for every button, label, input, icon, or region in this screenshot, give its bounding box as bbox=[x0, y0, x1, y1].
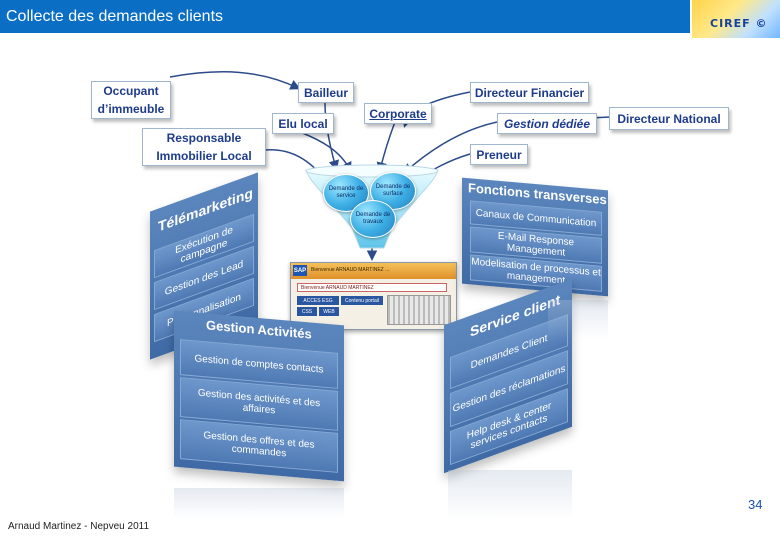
source-elu-local-label: Elu local bbox=[278, 116, 328, 131]
sap-portal-window: SAP Bienvenue ARNAUD MARTINEZ ... Bienve… bbox=[290, 262, 457, 330]
source-occupant-immeuble: Occupant d’immeuble bbox=[91, 81, 171, 119]
funnel-rim bbox=[305, 164, 439, 178]
source-preneur-label: Preneur bbox=[476, 147, 522, 162]
panel-fonctions-transverses: Fonctions transverses Canaux de Communic… bbox=[462, 177, 608, 297]
logo-text: CIREF © bbox=[710, 17, 768, 30]
source-bailleur: Bailleur bbox=[298, 82, 354, 103]
page-number: 34 bbox=[748, 497, 763, 512]
bubble-demande-travaux: Demande de travaux bbox=[350, 200, 396, 238]
sap-tile-acces-esg: ACCES ESG bbox=[297, 296, 339, 305]
source-directeur-national-label: Directeur National bbox=[617, 111, 721, 126]
page-title: Collecte des demandes clients bbox=[6, 8, 224, 25]
ciref-logo: CIREF © bbox=[690, 0, 780, 38]
source-gestion-dediee: Gestion dédiée bbox=[497, 113, 597, 134]
reflection-fonctions bbox=[548, 300, 608, 340]
arrow-occupant-bailleur bbox=[169, 71, 301, 90]
arrow-gestion-funnel bbox=[402, 121, 498, 174]
source-responsable-line2: Immobilier Local bbox=[156, 149, 252, 163]
bubble-demande-travaux-label: Demande de travaux bbox=[355, 212, 391, 225]
arrow-elu-funnel bbox=[299, 131, 352, 173]
source-gestion-dediee-label: Gestion dédiée bbox=[503, 116, 591, 131]
source-preneur: Preneur bbox=[470, 144, 528, 165]
panel-gestion-activites: Gestion Activités Gestion de comptes con… bbox=[174, 310, 344, 482]
source-directeur-national: Directeur National bbox=[609, 107, 729, 130]
footer-author: Arnaud Martinez - Nepveu 2011 bbox=[8, 521, 150, 532]
source-elu-local: Elu local bbox=[272, 113, 334, 134]
panel-gestion-activites-title: Gestion Activités bbox=[206, 317, 312, 342]
sap-user-banner: Bienvenue ARNAUD MARTINEZ bbox=[297, 283, 447, 292]
source-occupant-line2: d’immeuble bbox=[97, 102, 165, 116]
sap-logo: SAP bbox=[293, 265, 307, 276]
sap-tile-contenu-portail: Contenu portail bbox=[341, 296, 383, 305]
source-directeur-financier-label: Directeur Financier bbox=[474, 85, 585, 100]
sap-title-bar: SAP Bienvenue ARNAUD MARTINEZ ... bbox=[291, 263, 456, 279]
source-responsable-line1: Responsable bbox=[166, 131, 242, 145]
source-responsable-immobilier: Responsable Immobilier Local bbox=[142, 128, 266, 166]
source-bailleur-label: Bailleur bbox=[303, 85, 348, 100]
sap-tile-web: WEB bbox=[319, 307, 339, 316]
reflection-service bbox=[448, 470, 572, 520]
bubble-demande-surface-label: Demande de surface bbox=[375, 184, 411, 197]
reflection-gestion bbox=[174, 488, 344, 518]
sap-header-text: Bienvenue ARNAUD MARTINEZ ... bbox=[311, 267, 390, 273]
bubble-demande-service-label: Demande de service bbox=[328, 186, 364, 199]
sap-content-area bbox=[387, 295, 451, 325]
sap-tile-css: CSS bbox=[297, 307, 317, 316]
source-corporate: Corporate bbox=[364, 103, 432, 124]
source-directeur-financier: Directeur Financier bbox=[470, 82, 589, 103]
source-corporate-label: Corporate bbox=[369, 106, 427, 121]
header-bar: Collecte des demandes clients bbox=[0, 0, 780, 33]
source-occupant-line1: Occupant bbox=[103, 84, 159, 98]
